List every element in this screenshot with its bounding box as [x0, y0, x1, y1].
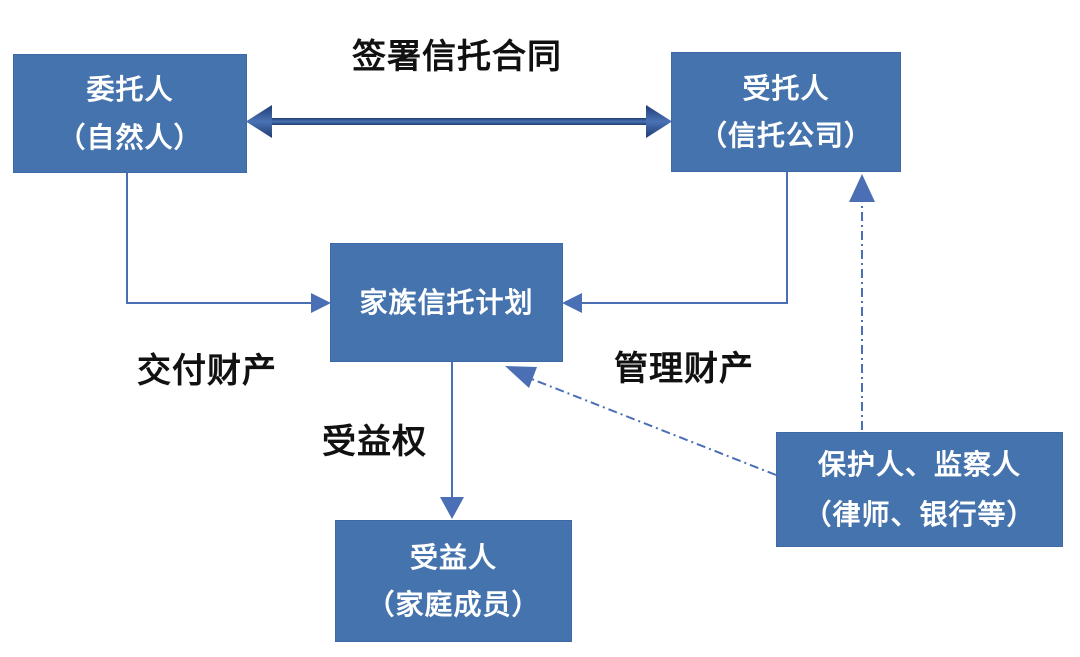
label-beneficiary-right: 受益权	[322, 423, 427, 461]
node-trust-plan: 家族信托计划	[330, 243, 563, 362]
node-protector-subtitle: （律师、银行等）	[803, 498, 1036, 530]
node-settlor: 委托人 （自然人）	[13, 54, 247, 173]
node-protector: 保护人、监察人 （律师、银行等）	[776, 432, 1063, 547]
node-protector-title: 保护人、监察人	[817, 448, 1021, 480]
node-beneficiary-title: 受益人	[409, 541, 497, 573]
node-trustee: 受托人 （信托公司）	[671, 52, 901, 172]
node-beneficiary: 受益人 （家庭成员）	[335, 520, 572, 642]
node-beneficiary-subtitle: （家庭成员）	[366, 589, 541, 620]
edge-protector-to-trust-plan-dashed-arrow	[505, 366, 777, 476]
label-manage-property: 管理财产	[614, 350, 754, 388]
edge-protector-to-trustee-dashed-arrow	[849, 174, 875, 430]
node-settlor-title: 委托人	[86, 74, 174, 106]
label-deliver-property: 交付财产	[137, 352, 277, 390]
node-trustee-title: 受托人	[742, 72, 830, 104]
label-sign-contract: 签署信托合同	[352, 38, 562, 76]
node-settlor-subtitle: （自然人）	[57, 121, 203, 153]
edge-deliver-property-arrow	[126, 173, 331, 313]
edge-sign-contract-double-arrow	[246, 105, 672, 138]
edge-beneficiary-right-arrow	[440, 362, 464, 519]
edge-manage-property-arrow	[562, 172, 788, 313]
node-trust-plan-title: 家族信托计划	[359, 286, 534, 318]
node-trustee-subtitle: （信托公司）	[698, 120, 873, 151]
